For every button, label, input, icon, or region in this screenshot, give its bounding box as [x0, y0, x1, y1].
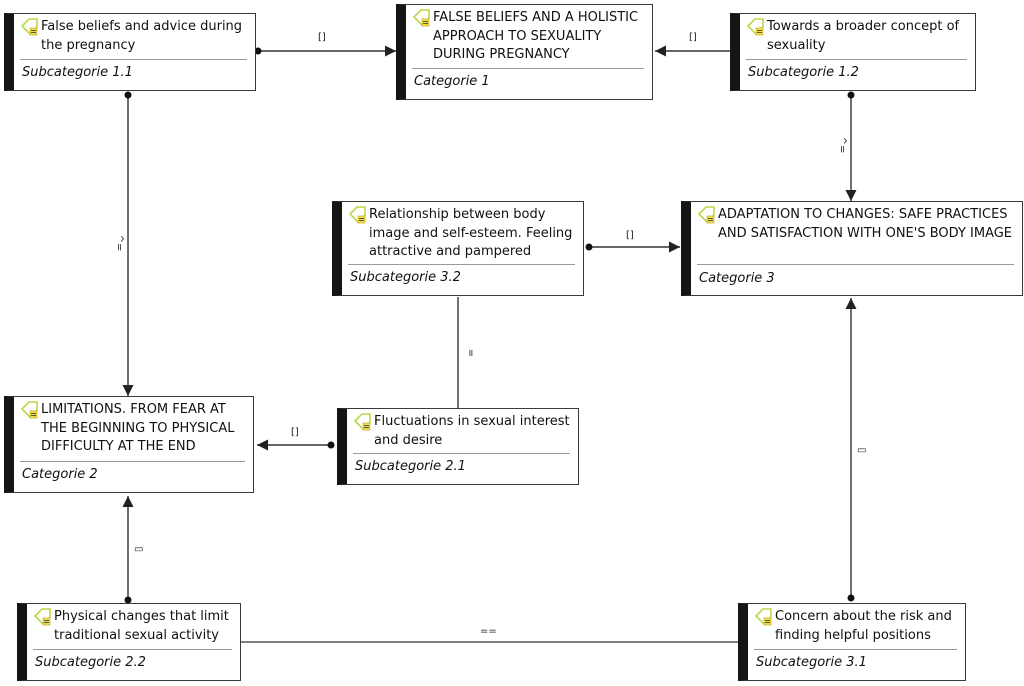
node-divider	[20, 461, 245, 462]
node-subcategorie-1-1[interactable]: False beliefs and advice during the preg…	[4, 13, 256, 91]
edge-label-sub22-sub31: ==	[480, 626, 497, 637]
code-tag-icon	[353, 413, 371, 431]
code-tag-icon	[20, 401, 38, 419]
node-categorie-2[interactable]: LIMITATIONS. FROM FEAR AT THE BEGINNING …	[4, 396, 254, 493]
node-subtitle: Subcategorie 1.2	[748, 65, 859, 80]
code-tag-icon	[348, 206, 366, 224]
edge-dot-sub12-cat3	[847, 91, 855, 99]
node-title: Relationship between body image and self…	[369, 207, 573, 259]
node-divider	[20, 59, 247, 60]
node-title: Fluctuations in sexual interest and desi…	[374, 414, 570, 448]
node-title: Physical changes that limit traditional …	[54, 609, 229, 643]
code-tag-icon	[754, 608, 772, 626]
node-categorie-3[interactable]: ADAPTATION TO CHANGES: SAFE PRACTICES AN…	[681, 201, 1023, 296]
node-divider	[754, 649, 957, 650]
edge-dot-sub22-cat2	[124, 596, 132, 604]
node-subtitle: Subcategorie 2.2	[35, 655, 146, 670]
edge-dot-sub11-cat2	[124, 91, 132, 99]
node-categorie-1[interactable]: FALSE BELIEFS AND A HOLISTIC APPROACH TO…	[396, 4, 653, 100]
node-divider	[33, 649, 232, 650]
node-subtitle: Subcategorie 3.1	[756, 655, 867, 670]
code-tag-icon	[697, 206, 715, 224]
code-tag-icon	[20, 18, 38, 36]
node-title: LIMITATIONS. FROM FEAR AT THE BEGINNING …	[41, 402, 235, 454]
edge-label-sub32-cat3: []	[626, 230, 634, 241]
node-subtitle: Subcategorie 1.1	[22, 65, 133, 80]
node-subcategorie-1-2[interactable]: Towards a broader concept of sexuality S…	[730, 13, 976, 91]
edge-label-sub22-cat2: ▭	[134, 544, 144, 555]
node-divider	[697, 264, 1014, 265]
edge-label-sub11-cat1: []	[318, 32, 326, 43]
edge-label-sub32-sub21: =	[465, 348, 477, 358]
node-divider	[353, 453, 570, 454]
node-title: ADAPTATION TO CHANGES: SAFE PRACTICES AN…	[718, 207, 1013, 241]
node-subtitle: Subcategorie 3.2	[350, 270, 461, 285]
node-title: False beliefs and advice during the preg…	[41, 19, 243, 53]
node-divider	[348, 264, 575, 265]
node-subtitle: Subcategorie 2.1	[355, 459, 466, 474]
node-subcategorie-2-1[interactable]: Fluctuations in sexual interest and desi…	[337, 408, 579, 485]
edge-label-sub12-cat3: ^=	[836, 136, 848, 154]
node-divider	[412, 68, 644, 69]
node-divider	[746, 59, 967, 60]
edge-label-sub21-cat2: []	[291, 427, 299, 438]
node-title: Concern about the risk and finding helpf…	[775, 609, 952, 643]
node-subtitle: Categorie 3	[699, 271, 775, 286]
node-title: FALSE BELIEFS AND A HOLISTIC APPROACH TO…	[433, 10, 639, 62]
node-title: Towards a broader concept of sexuality	[767, 19, 960, 53]
edge-label-sub31-cat3: ▭	[857, 445, 867, 456]
edge-dot-sub11-cat1	[254, 47, 262, 55]
node-subcategorie-3-2[interactable]: Relationship between body image and self…	[332, 201, 584, 296]
edge-dot-sub21-cat2	[327, 441, 335, 449]
node-subcategorie-2-2[interactable]: Physical changes that limit traditional …	[17, 603, 241, 681]
edge-dot-sub32-cat3	[585, 243, 593, 251]
node-subcategorie-3-1[interactable]: Concern about the risk and finding helpf…	[738, 603, 966, 681]
code-tag-icon	[412, 9, 430, 27]
node-subtitle: Categorie 2	[22, 467, 98, 482]
edge-dot-sub31-cat3	[847, 594, 855, 602]
code-tag-icon	[746, 18, 764, 36]
node-subtitle: Categorie 1	[414, 74, 490, 89]
edge-label-sub12-cat1: []	[689, 32, 697, 43]
edge-label-sub11-cat2: ^=	[113, 234, 125, 252]
code-tag-icon	[33, 608, 51, 626]
